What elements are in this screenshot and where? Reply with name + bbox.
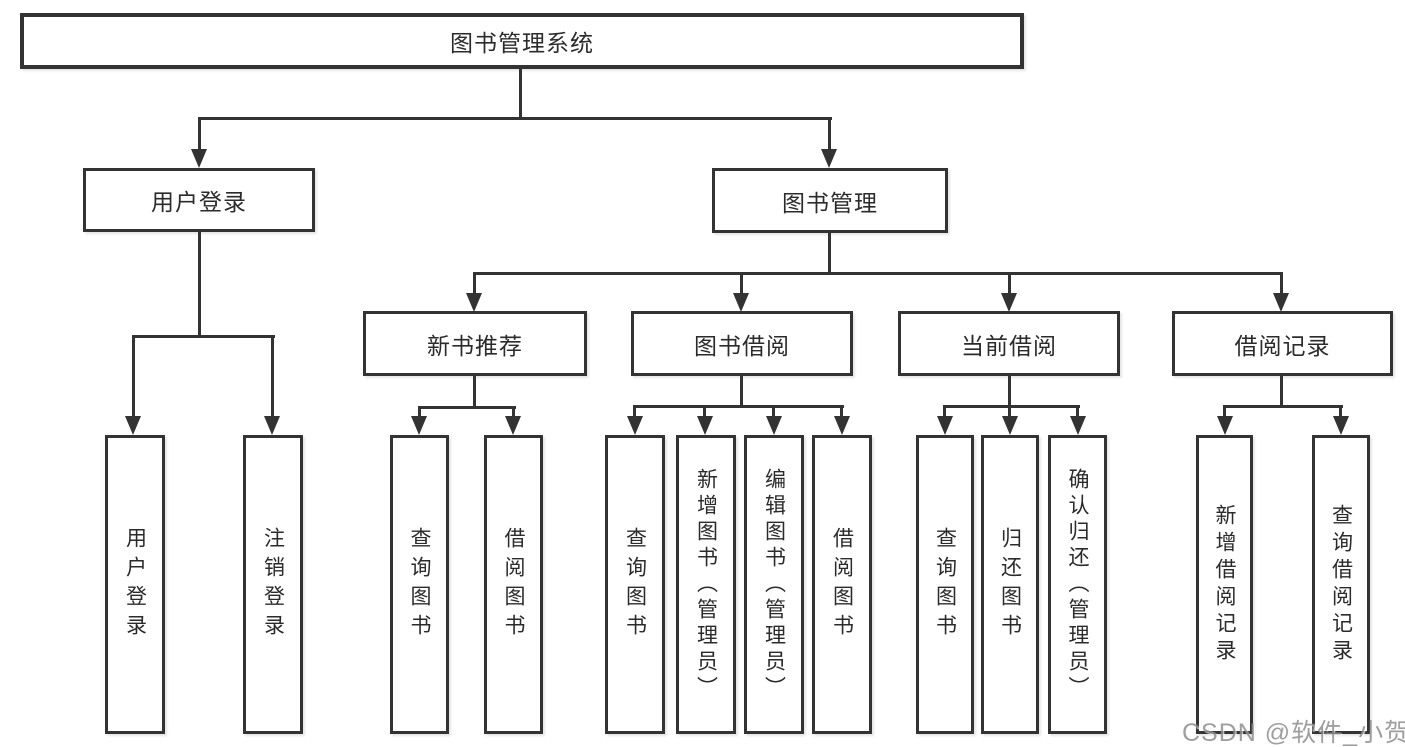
leaf-newbook-query-books: 查询图书 <box>390 435 449 734</box>
leaf-record-add-borrow-record: 新增借阅记录 <box>1196 435 1253 734</box>
leaf-borrow-borrow-books: 借阅图书 <box>812 435 872 734</box>
node-book-borrow: 图书借阅 <box>631 311 853 376</box>
leaf-current-return-books: 归还图书 <box>981 435 1039 734</box>
connector-level2-bus <box>198 117 832 120</box>
leaf-logout: 注销登录 <box>243 435 303 734</box>
connector-to-book-borrow <box>740 272 743 294</box>
connector-new-book-bus <box>418 406 516 409</box>
leaf-borrow-add-books-admin: 新增图书（管理员） <box>676 435 736 734</box>
leaf-borrow-edit-books-admin: 编辑图书（管理员） <box>744 435 804 734</box>
leaf-borrow-add-books-admin-label: 新增图书（管理员） <box>694 467 718 702</box>
connector-to-current-borrow <box>1008 272 1011 294</box>
node-user-login: 用户登录 <box>83 168 315 232</box>
leaf-current-confirm-return-admin-label: 确认归还（管理员） <box>1066 467 1089 702</box>
arrow-down-icon <box>834 416 850 435</box>
arrow-down-icon <box>766 416 782 435</box>
leaf-borrow-query-books-label: 查询图书 <box>623 526 647 643</box>
watermark: CSDN @软件_小贺同学 <box>1182 719 1405 747</box>
leaf-borrow-borrow-books-label: 借阅图书 <box>830 526 854 643</box>
connector-root-drop <box>519 69 522 119</box>
node-book-borrow-label: 图书借阅 <box>694 332 790 359</box>
node-user-login-label: 用户登录 <box>151 189 247 215</box>
leaf-newbook-borrow-books-label: 借阅图书 <box>502 526 525 643</box>
arrow-down-icon <box>1333 416 1349 435</box>
connector-user-login-bus <box>132 335 275 338</box>
connector-leaf-drop <box>633 405 636 418</box>
arrow-down-icon <box>697 416 713 435</box>
node-new-book-recommend-label: 新书推荐 <box>427 332 523 359</box>
connector-current-borrow-bus <box>943 405 1080 408</box>
connector-borrow-record-drop <box>1280 376 1283 408</box>
connector-book-mgmt-drop <box>828 233 831 273</box>
connector-borrow-record-bus <box>1223 405 1343 408</box>
arrow-down-icon <box>411 416 427 435</box>
connector-user-login-drop <box>198 232 201 336</box>
arrow-down-icon <box>505 416 521 435</box>
arrow-down-icon <box>264 416 280 435</box>
arrow-down-icon <box>1070 416 1086 435</box>
connector-leaf-drop <box>703 405 706 418</box>
connector-book-borrow-drop <box>740 376 743 408</box>
connector-new-book-drop <box>473 376 476 409</box>
connector-to-new-book <box>473 272 476 294</box>
leaf-user-login: 用户登录 <box>105 435 165 734</box>
arrow-down-icon <box>937 416 953 435</box>
connector-to-book-mgmt <box>828 117 831 151</box>
arrow-down-icon <box>1217 416 1233 435</box>
node-root-label: 图书管理系统 <box>450 30 594 56</box>
leaf-user-login-label: 用户登录 <box>123 526 147 643</box>
arrow-down-icon <box>191 149 207 168</box>
leaf-newbook-borrow-books: 借阅图书 <box>484 435 543 734</box>
connector-leaf-drop <box>943 405 946 418</box>
connector-level3-bus <box>473 272 1283 275</box>
arrow-down-icon <box>1273 293 1289 312</box>
leaf-current-query-books-label: 查询图书 <box>933 526 957 643</box>
connector-leaf-drop <box>1008 405 1011 418</box>
arrow-down-icon <box>1001 293 1017 312</box>
node-current-borrow: 当前借阅 <box>898 311 1120 376</box>
connector-leaf-drop <box>418 406 421 418</box>
arrow-down-icon <box>627 416 643 435</box>
connector-to-leaf-login <box>132 335 135 417</box>
connector-leaf-drop <box>772 405 775 418</box>
leaf-newbook-query-books-label: 查询图书 <box>408 526 431 643</box>
leaf-record-query-borrow-record: 查询借阅记录 <box>1312 435 1370 734</box>
connector-book-borrow-bus <box>634 405 844 408</box>
arrow-down-icon <box>125 416 141 435</box>
node-borrow-record-label: 借阅记录 <box>1234 332 1331 359</box>
connector-leaf-drop <box>1076 405 1079 418</box>
leaf-record-query-borrow-record-label: 查询借阅记录 <box>1329 503 1353 666</box>
node-book-management-label: 图书管理 <box>782 189 878 216</box>
connector-to-leaf-logout <box>271 335 274 417</box>
connector-leaf-drop <box>1223 405 1226 418</box>
arrow-down-icon <box>1002 416 1018 435</box>
node-current-borrow-label: 当前借阅 <box>961 332 1057 359</box>
node-root: 图书管理系统 <box>20 13 1024 69</box>
connector-leaf-drop <box>512 406 515 418</box>
arrow-down-icon <box>466 293 482 312</box>
connector-leaf-drop <box>840 405 843 418</box>
node-new-book-recommend: 新书推荐 <box>363 311 587 376</box>
connector-leaf-drop <box>1339 405 1342 418</box>
arrow-down-icon <box>821 149 837 168</box>
leaf-current-query-books: 查询图书 <box>916 435 974 734</box>
leaf-borrow-query-books: 查询图书 <box>605 435 665 734</box>
connector-current-borrow-drop <box>1008 376 1011 408</box>
leaf-record-add-borrow-record-label: 新增借阅记录 <box>1213 503 1236 666</box>
leaf-borrow-edit-books-admin-label: 编辑图书（管理员） <box>762 467 786 702</box>
connector-to-borrow-record <box>1280 272 1283 294</box>
leaf-logout-label: 注销登录 <box>261 526 285 643</box>
leaf-current-confirm-return-admin: 确认归还（管理员） <box>1048 435 1107 734</box>
node-book-management: 图书管理 <box>712 168 948 233</box>
arrow-down-icon <box>733 293 749 312</box>
leaf-current-return-books-label: 归还图书 <box>998 526 1022 643</box>
connector-to-user-login <box>198 117 201 151</box>
node-borrow-record: 借阅记录 <box>1172 311 1393 376</box>
